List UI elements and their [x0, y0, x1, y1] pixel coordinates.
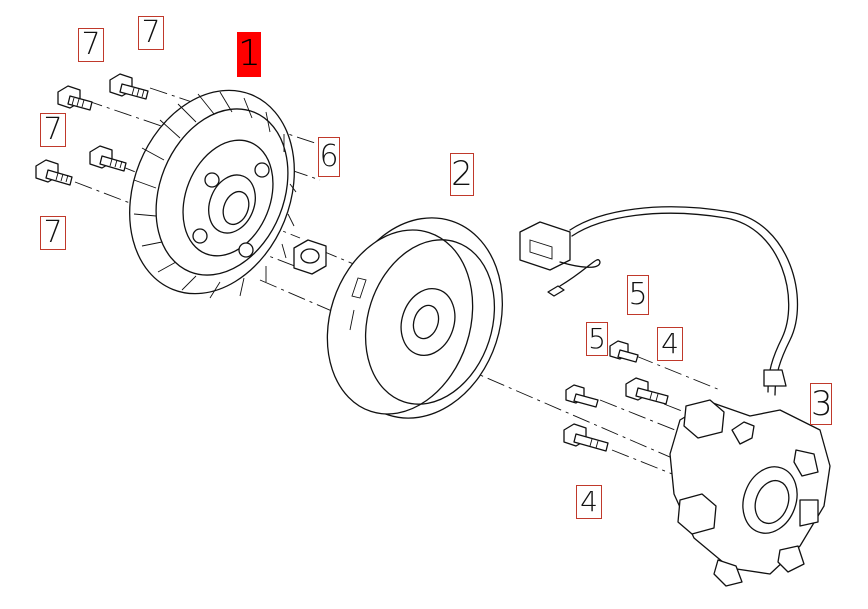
- callout-1[interactable]: 1: [237, 32, 261, 77]
- callout-7-bottom[interactable]: 7: [40, 216, 66, 250]
- fan-bolt-top-right[interactable]: [109, 73, 149, 100]
- callout-1-label: 1: [238, 33, 261, 74]
- callout-7-bottom-label: 7: [43, 215, 63, 250]
- fan-bolt-bottom[interactable]: [35, 159, 73, 186]
- callout-4-upper-label: 4: [661, 327, 679, 360]
- callout-4-lower-label: 4: [580, 485, 598, 518]
- fan-bolt-top-left[interactable]: [57, 85, 93, 111]
- callout-7-middle-label: 7: [43, 112, 63, 147]
- callout-3-label: 3: [811, 384, 833, 424]
- screw-lower[interactable]: [565, 384, 599, 408]
- callout-5-lower[interactable]: 5: [586, 322, 608, 356]
- callout-4-upper[interactable]: 4: [657, 327, 683, 361]
- callout-5-lower-label: 5: [588, 322, 606, 355]
- fan-bolt-middle[interactable]: [89, 145, 127, 172]
- stator-assembly[interactable]: [669, 399, 831, 587]
- screw-upper[interactable]: [609, 340, 639, 363]
- callout-2-label: 2: [451, 154, 473, 194]
- flywheel-rotor[interactable]: [304, 196, 527, 439]
- callout-7-top-left[interactable]: 7: [78, 28, 104, 62]
- callout-3[interactable]: 3: [810, 383, 833, 425]
- stator-bolt-upper[interactable]: [625, 377, 669, 405]
- flywheel-fan[interactable]: [100, 65, 323, 318]
- nut[interactable]: [293, 239, 327, 275]
- callout-6-label: 6: [319, 139, 339, 174]
- callout-7-top-left-label: 7: [81, 27, 101, 62]
- wire-harness: [519, 206, 798, 396]
- stator-bolt-lower[interactable]: [563, 423, 609, 452]
- callout-5-upper-label: 5: [628, 277, 648, 312]
- callout-7-top-right[interactable]: 7: [138, 16, 164, 50]
- callout-5-upper[interactable]: 5: [627, 275, 649, 315]
- callout-7-middle[interactable]: 7: [40, 113, 66, 147]
- callout-6[interactable]: 6: [318, 137, 340, 177]
- callout-4-lower[interactable]: 4: [576, 485, 602, 519]
- callout-7-top-right-label: 7: [141, 15, 161, 50]
- callout-2[interactable]: 2: [450, 153, 474, 196]
